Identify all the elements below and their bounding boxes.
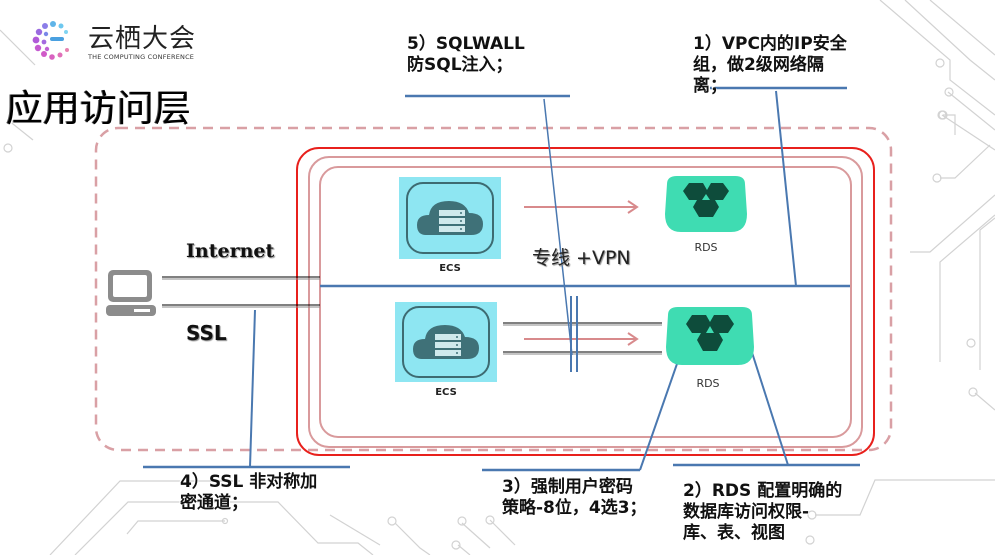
annotation-rds-permissions: 2）RDS 配置明确的 数据库访问权限- 库、表、视图 bbox=[683, 481, 843, 543]
brand-logo: 云栖大会 THE COMPUTING CONFERENCE bbox=[28, 16, 208, 66]
vpc-inner-border bbox=[319, 166, 852, 438]
rds-node-top bbox=[661, 174, 751, 236]
brand-name-en: THE COMPUTING CONFERENCE bbox=[88, 53, 195, 61]
rds-database-icon bbox=[665, 176, 747, 232]
rds-database-icon bbox=[666, 307, 754, 365]
annotation-sqlwall: 5）SQLWALL 防SQL注入； bbox=[407, 34, 525, 75]
private-line-label: 专线 +VPN bbox=[532, 247, 631, 269]
vpc-outer-border bbox=[308, 156, 863, 448]
laptop-icon bbox=[106, 270, 156, 316]
rds-label-bottom: RDS bbox=[696, 377, 720, 390]
ecs-cloud-server-icon bbox=[406, 182, 494, 254]
annotation-vpc-security-group: 1）VPC内的IP安全 组，做2级网络隔 离； bbox=[693, 34, 847, 96]
outer-dashed-boundary bbox=[94, 126, 893, 452]
internet-label: Internet bbox=[186, 240, 275, 262]
annotation-ssl-encryption: 4）SSL 非对称加 密通道； bbox=[180, 472, 318, 513]
ecs-to-rds-arrow-bottom bbox=[524, 332, 639, 346]
ecs-to-rds-arrow-top bbox=[524, 200, 639, 214]
ecs-node-bottom bbox=[395, 302, 497, 382]
rds-node-bottom bbox=[662, 305, 758, 369]
logo-mark-icon bbox=[32, 21, 69, 60]
ecs-label-bottom: ECS bbox=[435, 387, 457, 398]
brand-name-cn: 云栖大会 bbox=[88, 24, 197, 54]
private-line-link bbox=[503, 322, 662, 355]
ecs-node-top bbox=[399, 177, 501, 259]
rds-label-top: RDS bbox=[694, 241, 718, 254]
annotation-password-policy: 3）强制用户密码 策略-8位，4选3； bbox=[502, 477, 647, 518]
internet-link bbox=[162, 276, 320, 308]
page-title: 应用访问层 bbox=[6, 87, 191, 130]
ecs-cloud-server-icon bbox=[402, 306, 490, 378]
ssl-label: SSL bbox=[186, 321, 227, 345]
region-red-border bbox=[296, 147, 875, 456]
ecs-label-top: ECS bbox=[439, 263, 461, 274]
